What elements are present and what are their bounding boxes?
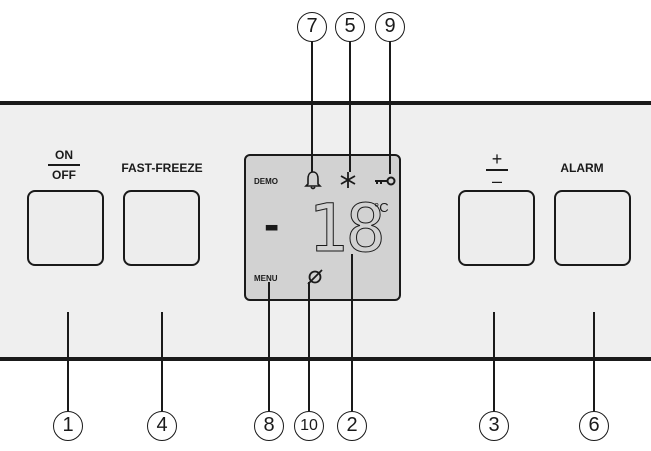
on-off-button[interactable]: [27, 190, 104, 266]
leader-line-2: [351, 254, 353, 411]
leader-line-3: [493, 312, 495, 411]
plus-minus-label: + –: [482, 150, 512, 190]
minus-label: –: [491, 170, 502, 191]
plus-minus-button[interactable]: [458, 190, 535, 266]
callout-9: 9: [375, 12, 405, 42]
callout-2: 2: [337, 411, 367, 441]
on-off-label: ON OFF: [46, 149, 82, 181]
leader-line-8: [268, 282, 270, 411]
bell-icon: [304, 171, 322, 190]
key-icon: [375, 176, 396, 186]
callout-4: 4: [147, 411, 177, 441]
on-label: ON: [55, 148, 73, 162]
callout-8: 8: [254, 411, 284, 441]
menu-indicator: MENU: [254, 274, 278, 283]
lcd-display: DEMO °C - 18 MENU: [244, 154, 401, 301]
celsius-unit: °C: [374, 200, 389, 215]
callout-10: 10: [294, 411, 324, 441]
callout-3: 3: [479, 411, 509, 441]
leader-line-1: [67, 312, 69, 411]
crossed-circle-icon: [307, 269, 323, 285]
callout-5: 5: [335, 12, 365, 42]
leader-line-7: [311, 40, 313, 172]
leader-line-6: [593, 312, 595, 411]
alarm-label: ALARM: [560, 161, 604, 175]
demo-indicator: DEMO: [254, 177, 278, 186]
leader-line-10: [308, 282, 310, 411]
temperature-sign: -: [264, 198, 280, 250]
temperature-value: 18: [307, 190, 386, 267]
fast-freeze-label: FAST-FREEZE: [121, 161, 203, 175]
alarm-button[interactable]: [554, 190, 631, 266]
plus-label: +: [491, 149, 503, 169]
snowflake-icon: [340, 172, 356, 188]
fast-freeze-button[interactable]: [123, 190, 200, 266]
callout-7: 7: [297, 12, 327, 42]
leader-line-4: [161, 312, 163, 411]
leader-line-9: [389, 40, 391, 174]
callout-6: 6: [579, 411, 609, 441]
off-label: OFF: [52, 167, 76, 182]
callout-1: 1: [53, 411, 83, 441]
plus-minus-divider: [486, 169, 508, 171]
on-off-divider: [48, 164, 80, 166]
leader-line-5: [349, 40, 351, 172]
